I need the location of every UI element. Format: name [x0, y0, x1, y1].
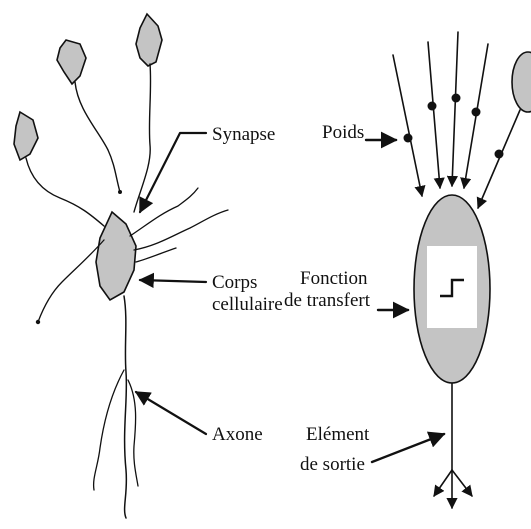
upstream-axon-1 — [134, 64, 151, 212]
left-labels: Synapse Corps cellulaire Axone — [136, 124, 283, 445]
label-synapse: Synapse — [212, 124, 275, 145]
weight-dot-3 — [452, 94, 461, 103]
input-line-5 — [478, 110, 520, 208]
axon-branch-1 — [94, 370, 124, 490]
weight-dot-4 — [472, 108, 481, 117]
upstream-neuron-3 — [14, 112, 38, 160]
weight-dot-1 — [404, 134, 413, 143]
dendrite-4 — [38, 240, 104, 322]
upstream-axon-3 — [26, 158, 104, 226]
label-element: Elément — [306, 424, 370, 445]
sortie-arrow — [372, 434, 444, 462]
dendrite-3 — [136, 248, 176, 262]
label-axone: Axone — [212, 424, 263, 445]
upstream-neuron-2 — [57, 40, 86, 84]
input-line-1 — [393, 55, 422, 196]
output-arrow-left — [434, 470, 452, 496]
upstream-axon-2 — [75, 82, 120, 192]
dendrite-tip — [36, 320, 40, 324]
biological-neuron — [14, 14, 228, 518]
input-line-2 — [428, 42, 440, 188]
axon-branch-2 — [128, 380, 138, 486]
label-de-sortie: de sortie — [300, 454, 365, 475]
corps-arrow — [140, 280, 206, 282]
label-corps: Corps — [212, 272, 257, 293]
label-de-transfert: de transfert — [284, 290, 371, 311]
dendrite-2 — [134, 210, 228, 250]
axon — [124, 296, 126, 518]
label-fonction: Fonction — [300, 268, 368, 289]
weight-dot-2 — [428, 102, 437, 111]
output-arrow-right — [452, 470, 472, 496]
artificial-neuron — [393, 32, 531, 508]
axone-arrow — [136, 392, 206, 434]
label-poids: Poids — [322, 122, 364, 143]
input-neuron — [512, 52, 531, 112]
synapse-tip — [118, 190, 122, 194]
input-line-3 — [452, 32, 458, 186]
label-cellulaire: cellulaire — [212, 294, 283, 315]
upstream-neuron-1 — [136, 14, 162, 66]
